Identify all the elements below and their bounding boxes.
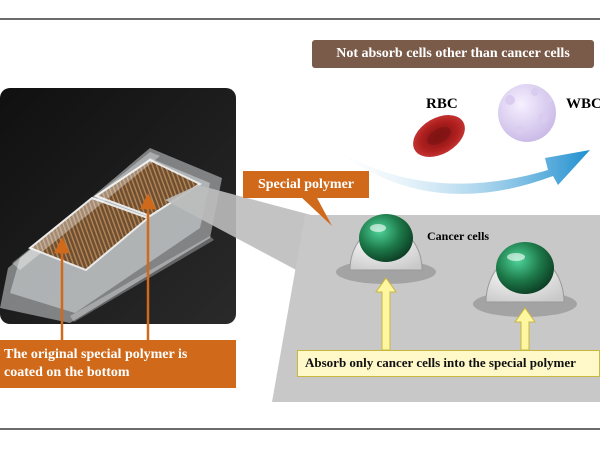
cancer-cell-icon — [473, 242, 577, 317]
wbc-cell-icon — [498, 84, 556, 142]
bottom-rule — [0, 428, 600, 430]
culture-dish-photo — [0, 88, 236, 324]
special-polymer-text: Special polymer — [257, 177, 355, 192]
curved-arrow-icon — [336, 150, 590, 194]
original-polymer-line2: coated on the bottom — [4, 365, 130, 380]
absorb-callout-text: Absorb only cancer cells into the specia… — [305, 355, 576, 370]
cancer-cell-icon — [336, 214, 436, 284]
special-polymer-label: Special polymer — [243, 171, 369, 198]
polymer-pointer-lines — [53, 193, 157, 340]
top-rule — [0, 18, 600, 20]
header-banner-text: Not absorb cells other than cancer cells — [336, 46, 570, 61]
original-polymer-line1: The original special polymer is — [4, 347, 188, 362]
rbc-label: RBC — [426, 96, 458, 112]
special-polymer-pointer — [300, 196, 332, 226]
absorb-callout: Absorb only cancer cells into the specia… — [297, 350, 600, 377]
rbc-cell-icon — [413, 115, 465, 157]
zoom-wedge — [165, 185, 330, 272]
original-polymer-label: The original special polymer is coated o… — [0, 340, 236, 388]
absorb-arrows — [375, 277, 536, 351]
cancer-cells-label: Cancer cells — [427, 229, 490, 243]
wbc-label: WBC — [566, 96, 600, 112]
header-banner: Not absorb cells other than cancer cells — [312, 40, 594, 68]
